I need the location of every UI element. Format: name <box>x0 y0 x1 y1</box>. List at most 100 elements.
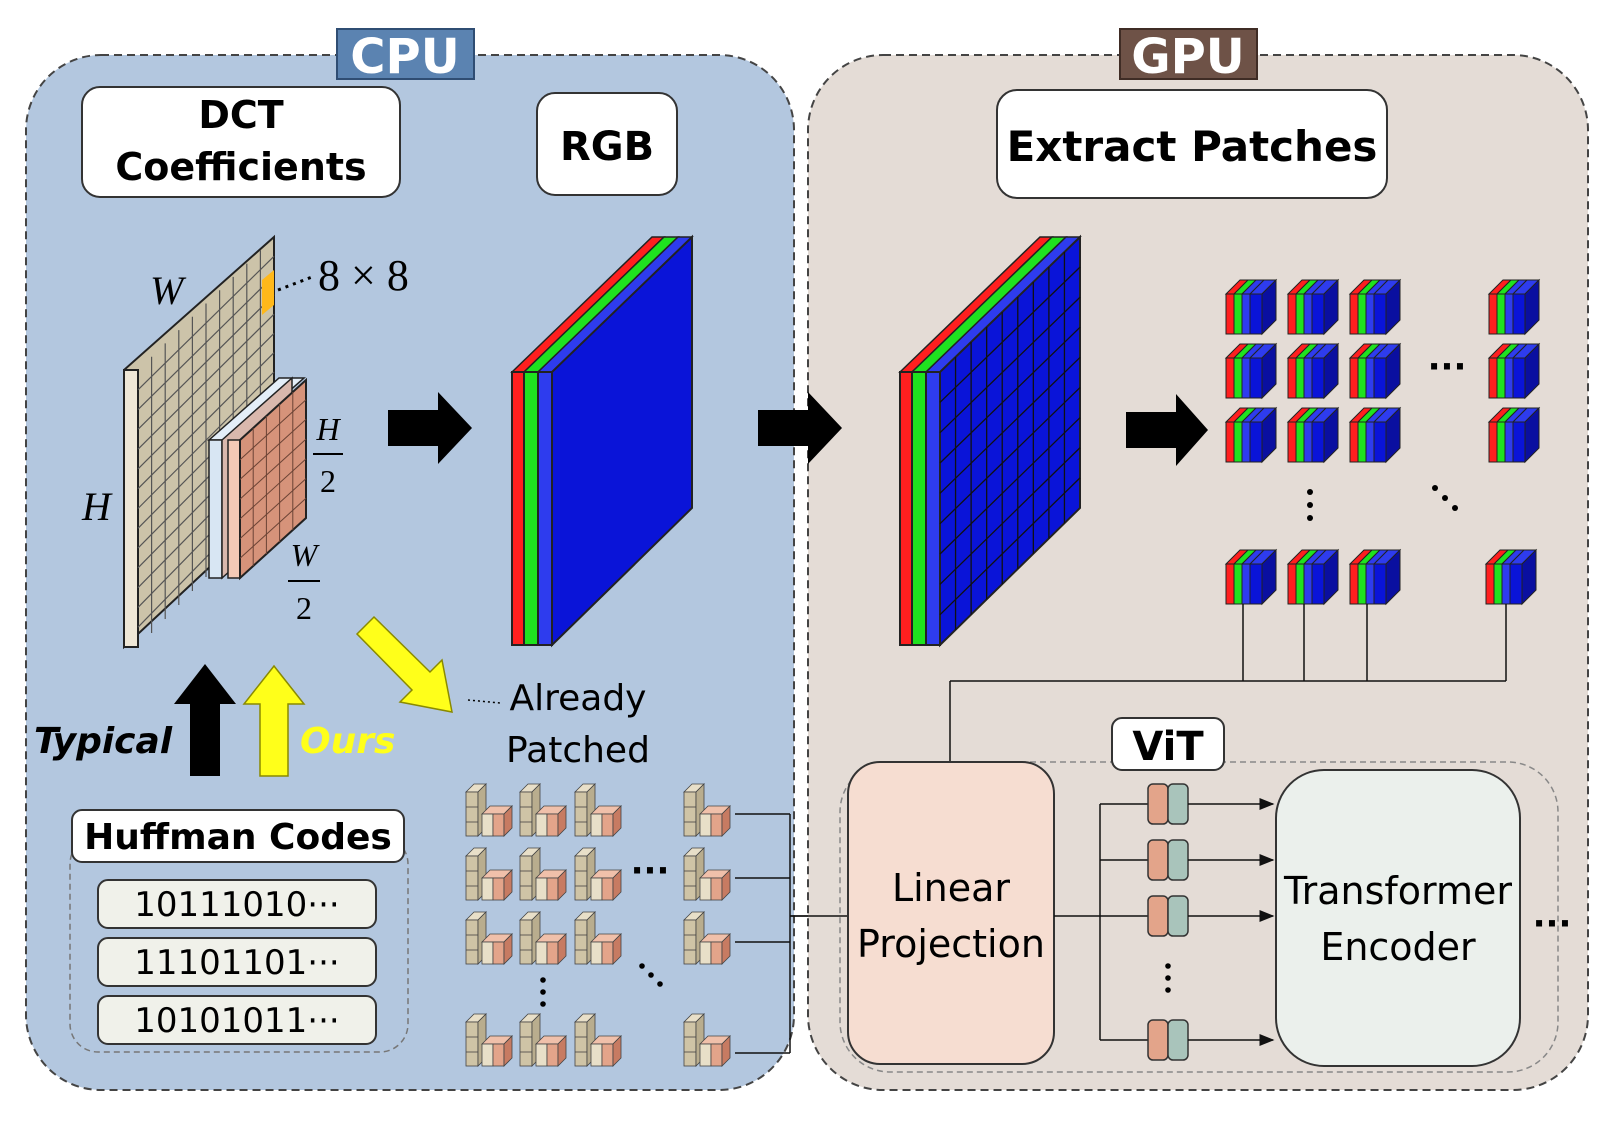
dct-patch <box>465 1013 513 1067</box>
rgb-patch <box>1286 342 1340 400</box>
rgb-patch <box>1348 548 1402 606</box>
dct-patch <box>683 1013 731 1067</box>
rgb-patch <box>1286 406 1340 464</box>
rgb-patch <box>1348 406 1402 464</box>
h-half-denominator: 2 <box>320 463 336 499</box>
transformer-line1: Transformer <box>1283 869 1512 913</box>
transformer-encoder-box: Transformer Encoder <box>1275 769 1521 1067</box>
typical-arrow <box>174 664 236 776</box>
token-ellipsis-v <box>1165 963 1171 993</box>
rgb-patch <box>1224 406 1278 464</box>
dct-title-line2: Coefficients <box>115 145 366 189</box>
rgb-patch <box>1487 342 1541 400</box>
cpu-tag: CPU <box>336 28 475 85</box>
encoder-ellipsis: ··· <box>1533 904 1572 944</box>
dct-y-grid <box>123 234 275 650</box>
rgb-box: RGB <box>536 92 678 196</box>
typical-label: Typical <box>34 721 173 762</box>
dct-coefficients-box: DCT Coefficients <box>81 86 401 198</box>
rgb-patch <box>1487 278 1541 336</box>
vit-label: ViT <box>1132 724 1204 770</box>
huffman-code-text: 10101011··· <box>134 1001 339 1041</box>
token <box>1147 839 1189 881</box>
patch-to-vit-connector <box>949 604 1507 762</box>
huffman-title: Huffman Codes <box>84 817 392 858</box>
yellow-diagonal-arrow <box>355 615 453 713</box>
rgb-patch-ellipsis-h: ··· <box>1428 347 1467 387</box>
dct-patch <box>683 847 731 901</box>
w-half-numerator: W <box>291 537 321 573</box>
linear-projection-box: Linear Projection <box>847 761 1055 1065</box>
rgb-patch <box>1487 406 1541 464</box>
token-list <box>1147 783 1189 1061</box>
dct-patch <box>574 783 622 837</box>
token <box>1147 1019 1189 1061</box>
h-half-label: H 2 <box>313 411 343 499</box>
dct-patch <box>465 783 513 837</box>
dct-title-line1: DCT <box>198 93 283 137</box>
token <box>1147 783 1189 825</box>
rgb-patch <box>1224 548 1278 606</box>
extract-patches-title: Extract Patches <box>1007 122 1378 171</box>
arrow-rgb-to-gpu <box>758 392 842 464</box>
w-half-label: W 2 <box>288 537 321 626</box>
dct-patch <box>519 847 567 901</box>
gpu-tag-label: GPU <box>1131 29 1245 85</box>
linear-projection-line1: Linear <box>892 866 1010 910</box>
rgb-patch-ellipsis-diag <box>1432 485 1458 511</box>
rgb-patch <box>1348 278 1402 336</box>
cpu-tag-label: CPU <box>350 29 459 85</box>
huffman-code-text: 10111010··· <box>134 885 339 925</box>
dct-patch-grid <box>465 783 731 1067</box>
dct-patch-ellipsis-diag <box>639 963 663 987</box>
huffman-code-row: 10101011··· <box>97 995 377 1045</box>
dct-patch <box>519 783 567 837</box>
ours-arrow <box>242 664 306 777</box>
rgb-patch <box>1286 278 1340 336</box>
rgb-patch <box>1224 342 1278 400</box>
linear-projection-line2: Projection <box>857 922 1045 966</box>
rgb-tensor <box>510 234 694 648</box>
arrow-to-patches <box>1126 394 1208 466</box>
h-label: H <box>81 484 113 529</box>
huffman-code-row: 11101101··· <box>97 937 377 987</box>
dct-patch <box>683 911 731 965</box>
h-half-numerator: H <box>315 411 341 447</box>
gpu-rgb-tensor <box>898 234 1082 648</box>
dct-patch <box>519 1013 567 1067</box>
rgb-patch-grid <box>1224 278 1541 606</box>
rgb-patch-ellipsis-v <box>1307 489 1313 521</box>
gpu-tag: GPU <box>1119 28 1258 85</box>
w-half-denominator: 2 <box>296 590 312 626</box>
dct-8x8-label: 8 × 8 <box>277 251 409 300</box>
dct-patch-ellipsis-h: ··· <box>631 851 670 891</box>
dct-patch <box>574 911 622 965</box>
dct-chroma-grids <box>207 376 307 581</box>
dct-8x8-block <box>262 270 274 315</box>
block-size-label: 8 × 8 <box>318 251 409 300</box>
rgb-title: RGB <box>560 124 654 170</box>
huffman-code-text: 11101101··· <box>134 943 339 983</box>
already-patched-line2: Patched <box>506 730 650 771</box>
dct-patch <box>465 847 513 901</box>
dct-patch-ellipsis-v <box>540 977 546 1007</box>
rgb-patch <box>1348 342 1402 400</box>
rgb-patch <box>1286 548 1340 606</box>
vit-region: ViT <box>839 717 1559 1073</box>
token-to-encoder-arrows <box>1188 798 1275 1046</box>
already-patched-line1: Already <box>509 678 646 719</box>
extract-patches-box: Extract Patches <box>996 89 1388 199</box>
dct-patch <box>683 783 731 837</box>
dct-patch <box>574 1013 622 1067</box>
rgb-patch <box>1484 548 1538 606</box>
token-connector <box>1054 803 1148 1041</box>
ours-label: Ours <box>300 721 395 762</box>
huffman-section: Huffman Codes 10111010··· 11101101··· 10… <box>69 809 409 1053</box>
rgb-patch <box>1224 278 1278 336</box>
huffman-code-row: 10111010··· <box>97 879 377 929</box>
transformer-line2: Encoder <box>1320 925 1476 969</box>
dct-patch <box>519 911 567 965</box>
dct-patch <box>465 911 513 965</box>
arrow-dct-to-rgb <box>388 392 472 464</box>
